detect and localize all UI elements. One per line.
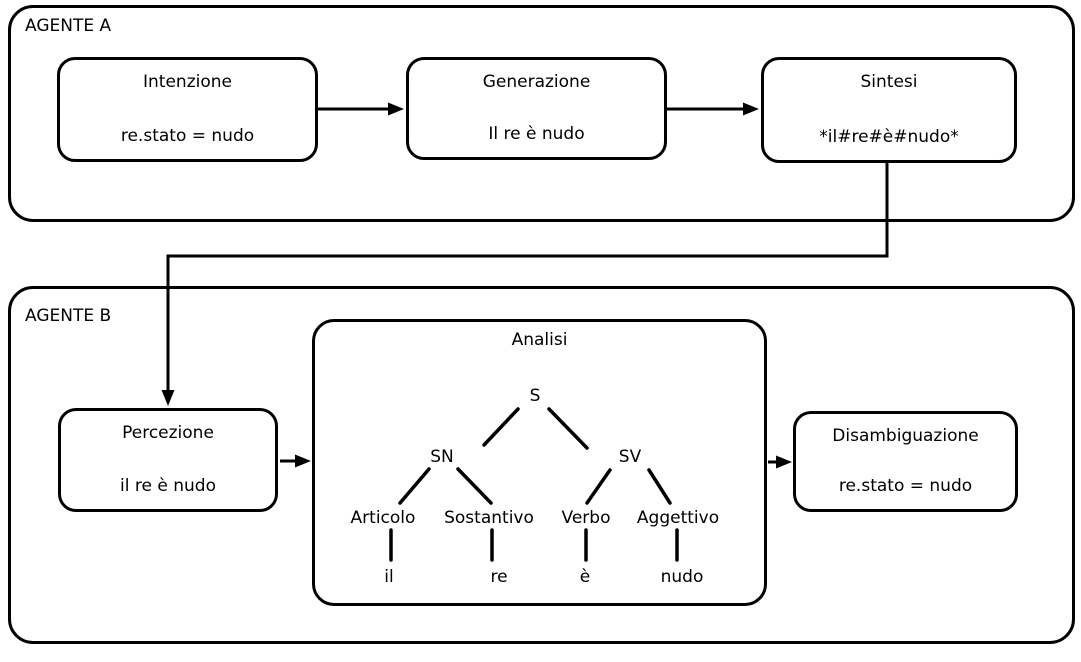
intention-value: re.stato = nudo <box>120 126 255 146</box>
tree-node-sn: SN <box>429 447 455 467</box>
tree-node-sv: SV <box>617 447 643 467</box>
intention-title: Intenzione <box>143 72 232 92</box>
tree-leaf-il: il <box>383 567 395 587</box>
synthesis-title: Sintesi <box>860 72 918 92</box>
disambiguation-value: re.stato = nudo <box>838 476 973 496</box>
tree-node-aggettivo: Aggettivo <box>635 508 721 528</box>
tree-node-sostantivo: Sostantivo <box>443 508 535 528</box>
agent-b-label: AGENTE B <box>25 306 112 326</box>
analysis-box: Analisi <box>312 319 767 606</box>
synthesis-box: Sintesi *il#re#è#nudo* <box>761 57 1017 163</box>
tree-leaf-re: re <box>489 567 509 587</box>
generation-title: Generazione <box>482 72 591 92</box>
tree-leaf-e: è <box>578 567 592 587</box>
disambiguation-title: Disambiguazione <box>832 426 979 446</box>
tree-node-root: S <box>528 386 542 406</box>
intention-box: Intenzione re.stato = nudo <box>57 57 318 162</box>
perception-title: Percezione <box>122 423 214 443</box>
generation-value: Il re è nudo <box>488 124 585 144</box>
tree-leaf-nudo: nudo <box>659 567 705 587</box>
tree-node-verbo: Verbo <box>560 508 612 528</box>
synthesis-value: *il#re#è#nudo* <box>819 127 959 147</box>
perception-value: il re è nudo <box>120 476 216 496</box>
perception-box: Percezione il re è nudo <box>58 408 278 512</box>
generation-box: Generazione Il re è nudo <box>406 57 667 160</box>
analysis-title: Analisi <box>511 330 568 350</box>
agent-a-label: AGENTE A <box>25 16 112 36</box>
tree-node-articolo: Articolo <box>349 508 417 528</box>
disambiguation-box: Disambiguazione re.stato = nudo <box>793 411 1018 512</box>
